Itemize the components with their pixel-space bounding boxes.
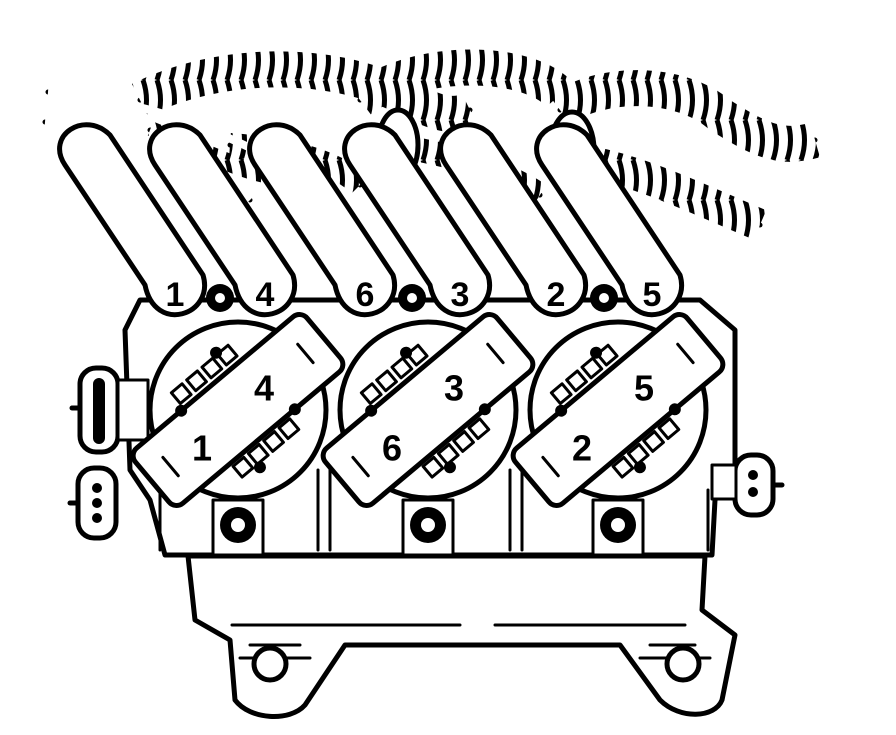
coil-label-top: 4 xyxy=(254,368,274,409)
plug-boot-4: 4 xyxy=(147,122,298,317)
terminal-nut xyxy=(206,284,234,312)
coil-label-top: 3 xyxy=(444,368,464,409)
plug-boot-1: 1 xyxy=(57,122,208,317)
boot-label: 5 xyxy=(643,276,662,314)
coil-unit-1: 41 xyxy=(130,312,346,557)
boot-label: 2 xyxy=(547,276,566,314)
connector-left-upper xyxy=(69,365,150,455)
plug-boot-6: 6 xyxy=(247,122,398,317)
terminal-nut xyxy=(590,284,618,312)
boot-label: 4 xyxy=(256,276,275,314)
boot-label: 3 xyxy=(451,276,470,314)
plug-boot-2: 2 xyxy=(438,122,589,317)
connector-right xyxy=(710,452,785,518)
coil-label-bottom: 2 xyxy=(572,428,592,469)
coil-unit-3: 52 xyxy=(510,312,726,557)
bracket-mount-hole-right xyxy=(664,645,702,683)
terminal-nut xyxy=(398,284,426,312)
mounting-bracket xyxy=(185,553,738,719)
connector-left-lower xyxy=(67,465,119,541)
bracket-outline xyxy=(185,553,738,719)
boot-label: 1 xyxy=(166,276,185,314)
coil-unit-2: 36 xyxy=(320,312,536,557)
plug-boot-3: 3 xyxy=(342,122,493,317)
coil-label-bottom: 1 xyxy=(192,428,212,469)
plug-boot-5: 5 xyxy=(534,122,685,317)
boot-label: 6 xyxy=(356,276,375,314)
coil-label-bottom: 6 xyxy=(382,428,402,469)
bracket-mount-hole-left xyxy=(251,645,289,683)
coil-label-top: 5 xyxy=(634,368,654,409)
